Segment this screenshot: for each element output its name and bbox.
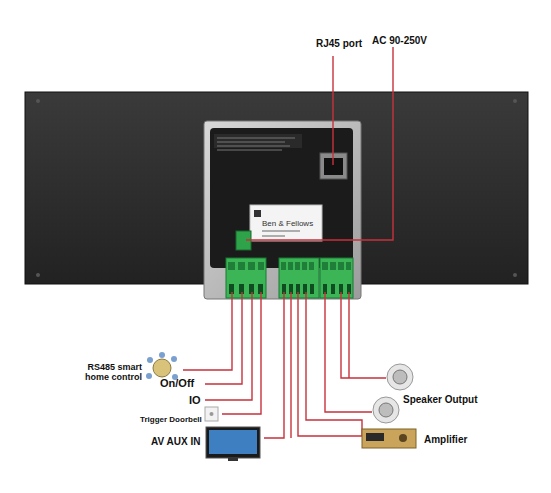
qr-mark [254,210,261,217]
doorbell-icon [205,407,218,421]
callout-label: Amplifier [424,434,467,446]
terminal-screws [228,262,351,270]
callout-label: RS485 smart home control [80,362,142,383]
tv-stand [228,458,238,461]
sticker-text-line [262,236,285,237]
panel-screw [36,99,40,103]
terminal-block [279,258,319,298]
panel-screw [513,273,517,277]
doorbell-button [210,412,214,416]
callout-label: Speaker Output [403,394,477,406]
speaker-cone [393,370,407,384]
spec-text-line [217,138,295,139]
spec-text-line [217,142,285,143]
leader-lines [183,47,393,438]
speaker-cone [379,403,393,417]
spec-print [214,134,302,148]
mounting-frame [204,121,361,299]
speaker-icon [387,364,413,390]
callout-label: RJ45 port [316,38,362,50]
terminal-holes [229,284,351,294]
callout-label: AC 90-250V [372,35,427,47]
spec-text-line [217,150,282,151]
callout-label: IO [189,394,201,407]
callout-label: Ben & Fellows [262,219,313,228]
tv-screen [209,430,257,454]
product-sticker [250,205,322,241]
panel-screw [513,99,517,103]
speaker-icon [373,397,399,423]
module-housing [210,128,353,268]
sticker-text-line [262,231,300,232]
amplifier-icon [362,429,416,448]
callout-label: AV AUX IN [151,436,200,448]
callout-label: Trigger Doorbell [140,415,202,424]
callout-label: On/Off [160,377,194,390]
tv-icon [206,427,260,458]
panel-screw [36,273,40,277]
amplifier-knob [399,434,407,442]
smart-home-icon [146,352,178,380]
amplifier-display [366,433,384,441]
spec-text-line [217,146,290,147]
